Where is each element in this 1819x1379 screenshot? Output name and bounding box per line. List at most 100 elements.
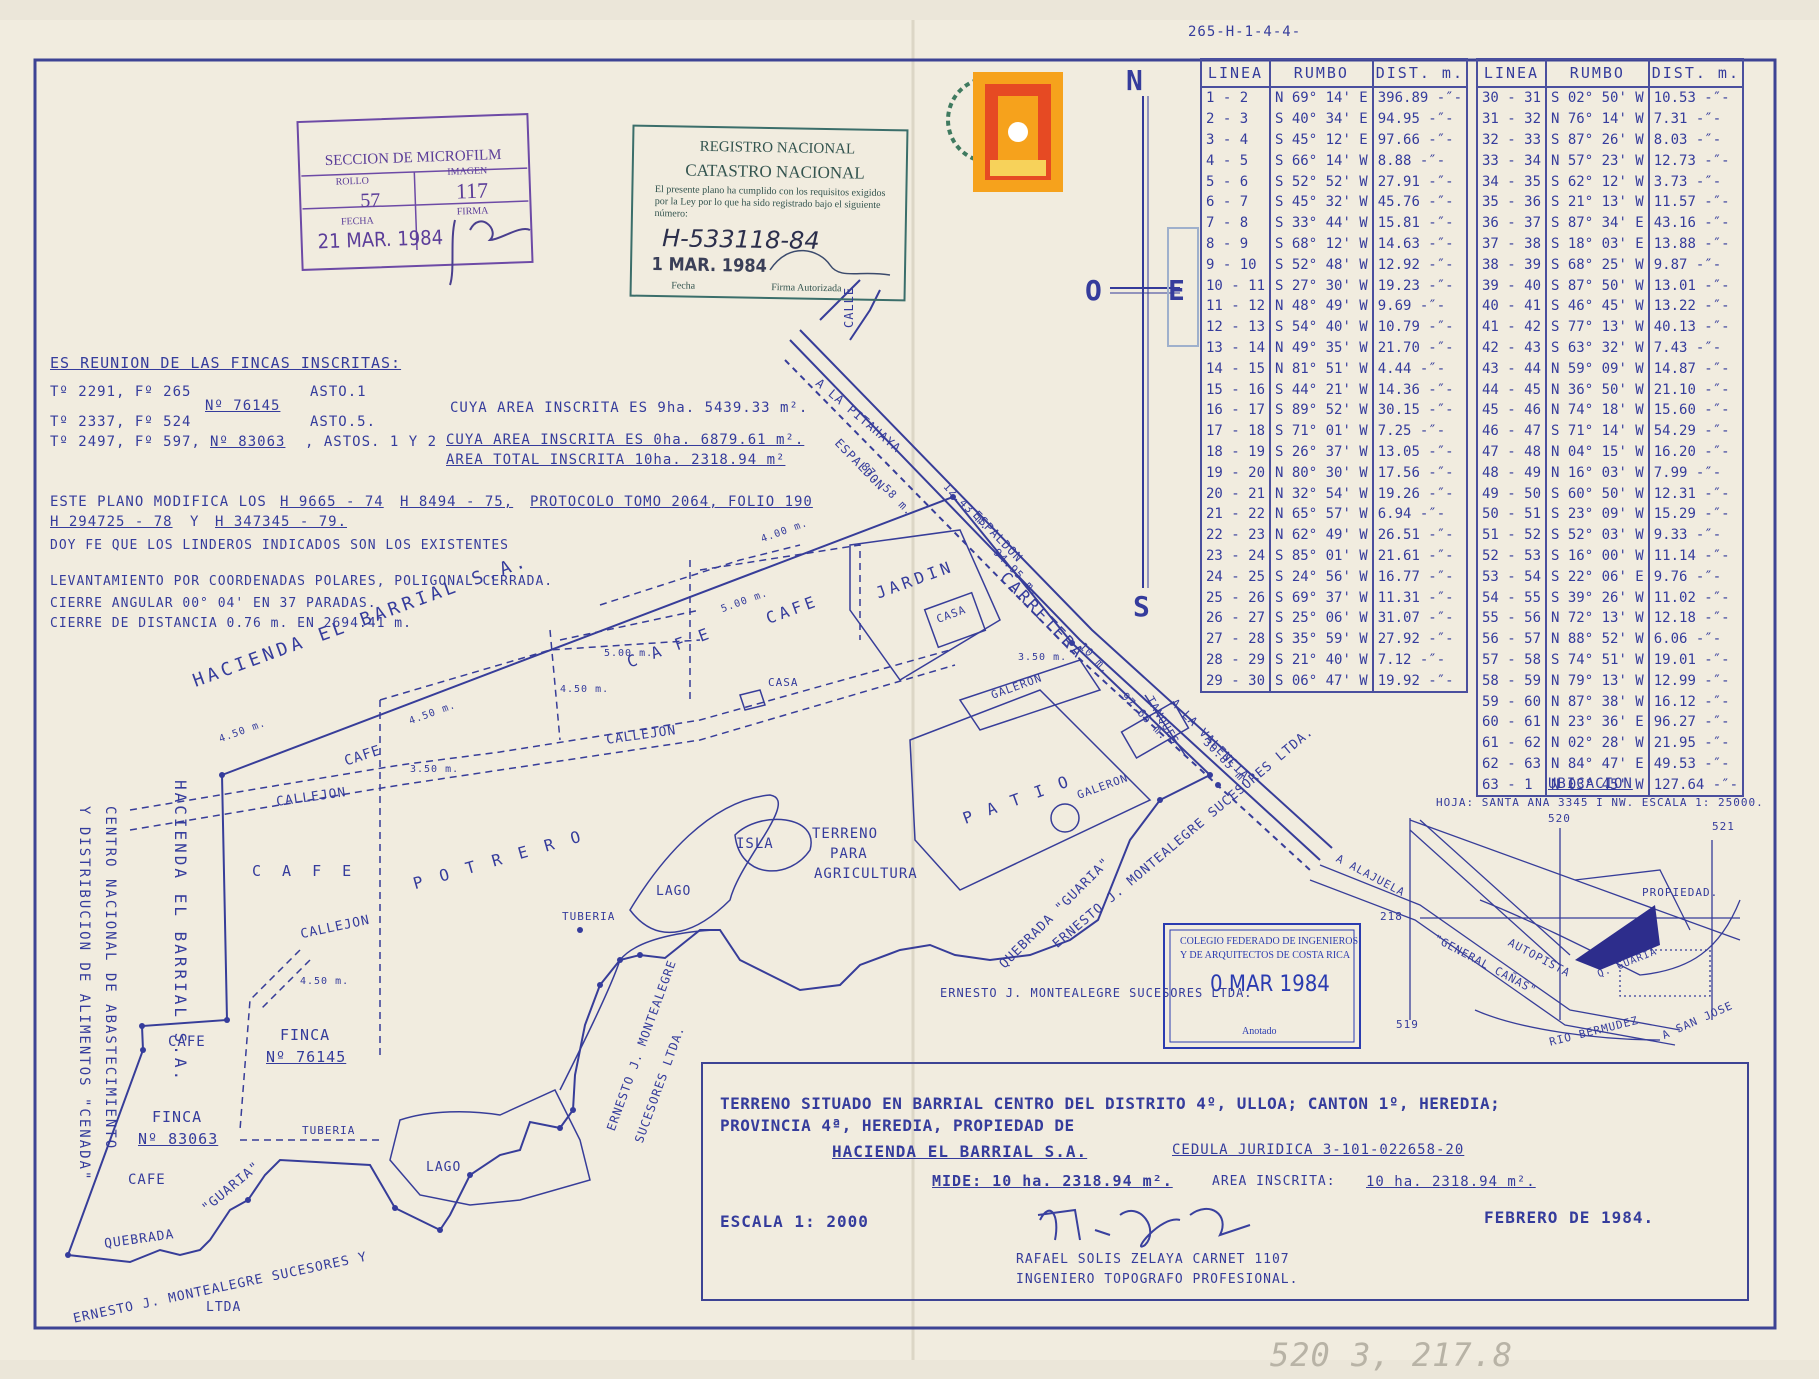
cell-dist: 8.88 -″- xyxy=(1371,150,1469,172)
rollo-value: 57 xyxy=(359,189,381,212)
title-line2: PROVINCIA 4ª, HEREDIA, PROPIEDAD DE xyxy=(720,1116,1075,1135)
cell-linea: 47 - 48 xyxy=(1475,441,1548,463)
cell-rumbo: S 71° 01' W xyxy=(1269,420,1374,442)
bottom-note: 520 3, 217.8 xyxy=(1270,1336,1514,1374)
cell-rumbo: S 54° 40' W xyxy=(1269,316,1374,338)
ubicacion-title: UBICACION xyxy=(1548,776,1633,792)
cell-rumbo: N 62° 49' W xyxy=(1269,524,1374,546)
cell-linea: 62 - 63 xyxy=(1475,753,1548,775)
cell-linea: 6 - 7 xyxy=(1199,191,1272,213)
ubicacion-519: 519 xyxy=(1396,1018,1419,1031)
cell-dist: 16.20 -″- xyxy=(1647,441,1745,463)
cell-linea: 43 - 44 xyxy=(1475,358,1548,380)
cell-linea: 16 - 17 xyxy=(1199,399,1272,421)
cell-dist: 10.53 -″- xyxy=(1647,87,1745,109)
cell-linea: 61 - 62 xyxy=(1475,732,1548,754)
cell-dist: 97.66 -″- xyxy=(1371,129,1469,151)
label-montealegre-1: ERNESTO J. MONTEALEGRE SUCESORES LTDA. xyxy=(940,986,1253,1000)
registro-fecha-label: Fecha xyxy=(671,280,696,292)
propiedad-highlight xyxy=(1575,905,1660,970)
title-line1: TERRENO SITUADO EN BARRIAL CENTRO DEL DI… xyxy=(720,1094,1501,1113)
cell-rumbo: N 87° 38' W xyxy=(1545,691,1650,712)
doy-fe: DOY FE QUE LOS LINDEROS INDICADOS SON LO… xyxy=(50,538,509,553)
registro-line1: REGISTRO NACIONAL xyxy=(699,138,856,158)
cell-rumbo: S 45° 32' W xyxy=(1269,191,1374,213)
cell-linea: 45 - 46 xyxy=(1475,399,1548,421)
cell-rumbo: N 76° 14' W xyxy=(1545,108,1650,130)
cell-dist: 21.61 -″- xyxy=(1371,545,1469,567)
cell-linea: 13 - 14 xyxy=(1199,337,1272,359)
compass-s: S xyxy=(1133,590,1151,623)
cell-dist: 7.99 -″- xyxy=(1647,462,1745,484)
cell-linea: 49 - 50 xyxy=(1475,483,1548,504)
inscripcion-row3-asto: , ASTOS. 1 Y 2 xyxy=(305,434,438,450)
cell-rumbo: N 32° 54' W xyxy=(1269,483,1374,504)
label-para: PARA xyxy=(830,846,868,862)
cell-rumbo: N 59° 09' W xyxy=(1545,358,1650,380)
interior-fences xyxy=(129,544,956,1141)
label-finca-76145: FINCA xyxy=(280,1026,331,1044)
modifica-h4: H 347345 - 79. xyxy=(215,514,348,530)
cell-dist: 96.27 -″- xyxy=(1647,711,1745,733)
cell-rumbo: S 45° 12' E xyxy=(1269,129,1374,151)
label-tuberia-2: TUBERIA xyxy=(302,1124,356,1137)
protocolo: PROTOCOLO TOMO 2064, FOLIO 190 xyxy=(530,494,813,510)
cell-dist: 21.95 -″- xyxy=(1647,732,1745,754)
label-lago-2: LAGO xyxy=(426,1160,462,1175)
cell-rumbo: S 18° 03' E xyxy=(1545,233,1650,255)
title-owner: HACIENDA EL BARRIAL S.A. xyxy=(832,1142,1088,1161)
cell-dist: 12.31 -″- xyxy=(1647,483,1745,504)
col-linea: LINEA xyxy=(1199,58,1272,88)
cell-dist: 127.64 -″- xyxy=(1647,774,1745,798)
cell-rumbo: N 36° 50' W xyxy=(1545,379,1650,400)
cell-dist: 15.29 -″- xyxy=(1647,503,1745,525)
cell-linea: 58 - 59 xyxy=(1475,670,1548,692)
title-block-frame xyxy=(701,1062,1749,1301)
cell-linea: 54 - 55 xyxy=(1475,587,1548,608)
cell-linea: 17 - 18 xyxy=(1199,420,1272,442)
label-calle: CALLE xyxy=(842,286,856,328)
cell-linea: 38 - 39 xyxy=(1475,254,1548,276)
title-escala: ESCALA 1: 2000 xyxy=(720,1212,869,1231)
cell-dist: 94.95 -″- xyxy=(1371,108,1469,130)
inscripcion-row1: Tº 2291, Fº 265 xyxy=(50,384,192,400)
cell-rumbo: S 68° 25' W xyxy=(1545,254,1650,276)
signature-icon xyxy=(1037,1208,1251,1248)
cell-linea: 21 - 22 xyxy=(1199,503,1272,525)
cell-linea: 2 - 3 xyxy=(1199,108,1272,130)
cell-rumbo: S 39° 26' W xyxy=(1545,587,1650,608)
road-carretera xyxy=(784,279,1333,871)
registro-line2: CATASTRO NACIONAL xyxy=(685,160,865,183)
label-cafe-6: CAFE xyxy=(128,1172,166,1188)
cell-linea: 30 - 31 xyxy=(1475,87,1548,109)
compass-o: O xyxy=(1085,274,1103,307)
modifica-h1: H 9665 - 74 xyxy=(280,494,384,510)
col-rumbo: RUMBO xyxy=(1545,58,1650,88)
cell-linea: 57 - 58 xyxy=(1475,649,1548,671)
col-dist: DIST. m. xyxy=(1647,58,1745,88)
cell-dist: 7.25 -″- xyxy=(1371,420,1469,442)
colegio-line2: Y DE ARQUITECTOS DE COSTA RICA xyxy=(1180,950,1351,961)
cell-dist: 15.60 -″- xyxy=(1647,399,1745,421)
title-area-label: AREA INSCRITA: xyxy=(1212,1174,1336,1189)
col-rumbo: RUMBO xyxy=(1269,58,1374,88)
cell-linea: 29 - 30 xyxy=(1199,670,1272,694)
